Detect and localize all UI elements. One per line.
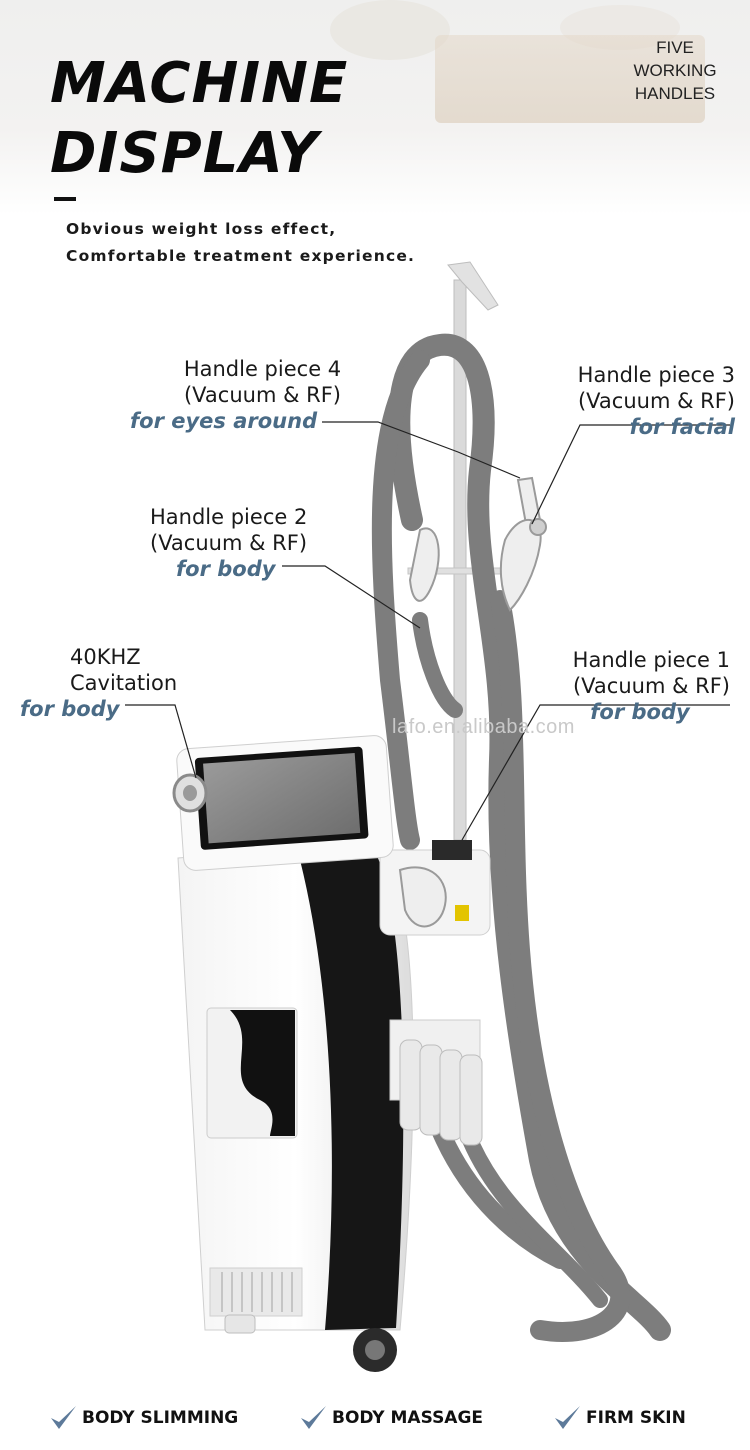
handles-badge: FIVE WORKING HANDLES <box>633 38 717 103</box>
handle-2-use: for body <box>176 557 276 581</box>
cavitation-use: for body <box>20 697 120 721</box>
handle-4-type: (Vacuum & RF) <box>183 383 341 407</box>
handle-2-name: Handle piece 2 <box>150 505 308 529</box>
page-title-line-2: DISPLAY <box>50 121 319 186</box>
feature-label: FIRM SKIN <box>586 1408 686 1428</box>
handle-3-name: Handle piece 3 <box>577 363 735 387</box>
callout-handle-4: Handle piece 4 (Vacuum & RF) for eyes ar… <box>130 356 365 434</box>
page-title-line-1: MACHINE <box>50 51 349 116</box>
subtitle: Obvious weight loss effect, Comfortable … <box>66 216 415 270</box>
title-divider <box>54 197 76 201</box>
handle-1-type: (Vacuum & RF) <box>572 674 730 698</box>
callout-handle-2: Handle piece 2 (Vacuum & RF) for body <box>150 504 307 582</box>
callout-cavitation: 40KHZ Cavitation for body <box>20 644 177 722</box>
subtitle-line-1: Obvious weight loss effect, <box>66 220 337 238</box>
hero-background <box>0 0 750 215</box>
feature-label: BODY SLIMMING <box>82 1408 239 1428</box>
callout-leader-lines <box>125 421 730 841</box>
cavitation-type: Cavitation <box>70 671 178 695</box>
handle-1-name: Handle piece 1 <box>572 648 730 672</box>
handle-4-name: Handle piece 4 <box>183 357 342 381</box>
callout-handle-3: Handle piece 3 (Vacuum & RF) for facial <box>545 362 735 440</box>
cavitation-handle <box>172 773 208 813</box>
feature-body-massage: BODY MASSAGE <box>298 1398 483 1438</box>
handle-hoses <box>371 333 671 1342</box>
checkmark-icon <box>51 1406 76 1429</box>
callout-handle-1: Handle piece 1 (Vacuum & RF) for body <box>540 647 730 725</box>
feature-firm-skin: FIRM SKIN <box>552 1398 686 1438</box>
handle-2-type: (Vacuum & RF) <box>150 531 308 555</box>
checkmark-icon <box>301 1406 326 1429</box>
handle-3-use: for facial <box>629 415 735 439</box>
handle-4-use: for eyes around <box>130 409 318 433</box>
background-tray <box>435 35 705 123</box>
subtitle-line-2: Comfortable treatment experience. <box>66 247 416 265</box>
machine-wheels <box>224 1314 397 1372</box>
handle-pieces <box>398 476 547 928</box>
handle-1-use: for body <box>590 700 690 724</box>
feature-body-slimming: BODY SLIMMING <box>48 1398 238 1438</box>
watermark: lafo.en.alibaba.com <box>392 716 575 738</box>
cavitation-frequency: 40KHZ <box>70 645 141 669</box>
handle-3-type: (Vacuum & RF) <box>577 389 735 413</box>
feature-list: BODY SLIMMING BODY MASSAGE FIRM SKIN <box>0 1398 750 1438</box>
background-blur <box>330 0 450 60</box>
checkmark-icon <box>555 1406 580 1429</box>
feature-label: BODY MASSAGE <box>332 1408 484 1428</box>
touch-screen <box>176 735 394 871</box>
